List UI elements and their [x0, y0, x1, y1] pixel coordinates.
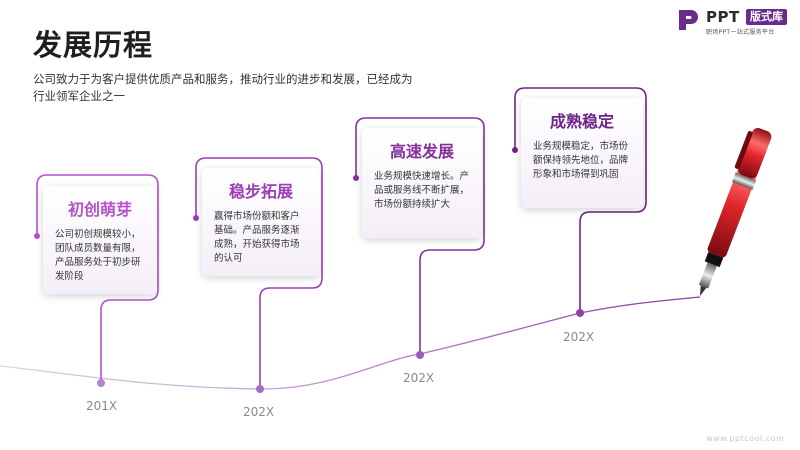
- timeline-node-2: [256, 385, 264, 393]
- milestone-card-3: 高速发展 业务规模快速增长。产品或服务线不断扩展，市场份额持续扩大: [362, 128, 482, 238]
- connector-dot-3: [353, 175, 359, 181]
- connector-dot-1: [34, 233, 40, 239]
- milestone-desc: 业务规模快速增长。产品或服务线不断扩展，市场份额持续扩大: [374, 171, 470, 210]
- timeline-node-1: [97, 379, 105, 387]
- milestone-title: 稳步拓展: [228, 182, 293, 201]
- brand-tagline: 职场PPT一站式服务平台: [706, 29, 775, 36]
- connector-dot-2: [193, 215, 199, 221]
- milestone-year-4: 202X: [563, 330, 595, 344]
- milestone-year-3: 202X: [403, 371, 435, 385]
- brand-mark-icon: [679, 10, 698, 30]
- connector-dot-4: [512, 147, 518, 153]
- milestone-year-2: 202X: [243, 405, 275, 419]
- milestone-title: 成熟稳定: [549, 112, 614, 131]
- milestone-card-4: 成熟稳定 业务规模稳定，市场份额保持领先地位，品牌形象和市场得到巩固: [521, 98, 643, 208]
- connector-4: [514, 87, 647, 313]
- milestone-desc: 赢得市场份额和客户基础。产品服务逐渐成熟，开始获得市场的认可: [214, 211, 300, 264]
- brand-logo: PPT 版式库 职场PPT一站式服务平台: [676, 7, 794, 37]
- milestone-title: 初创萌芽: [67, 200, 132, 219]
- milestone-card-2: 稳步拓展 赢得市场份额和客户基础。产品服务逐渐成熟，开始获得市场的认可: [202, 168, 320, 276]
- connector-1: [36, 174, 159, 383]
- brand-name: PPT: [706, 8, 740, 26]
- milestone-desc: 业务规模稳定，市场份额保持领先地位，品牌形象和市场得到巩固: [533, 141, 629, 180]
- milestone-title: 高速发展: [389, 142, 454, 161]
- pen-illustration: [698, 127, 772, 296]
- milestone-card-1: 初创萌芽 公司初创规模较小，团队成员数量有限，产品服务处于初步研发阶段: [43, 186, 157, 294]
- timeline-node-3: [416, 351, 424, 359]
- connector-3: [355, 117, 485, 355]
- page-title: 发展历程: [33, 28, 154, 62]
- timeline-curve: [0, 296, 701, 390]
- connector-2: [195, 157, 323, 389]
- watermark: www.pptcool.com: [706, 434, 785, 443]
- milestone-desc: 公司初创规模较小，团队成员数量有限，产品服务处于初步研发阶段: [55, 229, 141, 282]
- page-subtitle: 公司致力于为客户提供优质产品和服务，推动行业的进步和发展，已经成为行业领军企业之…: [33, 72, 413, 103]
- brand-badge: 版式库: [746, 9, 787, 25]
- timeline-node-4: [576, 309, 584, 317]
- milestone-year-1: 201X: [86, 399, 118, 413]
